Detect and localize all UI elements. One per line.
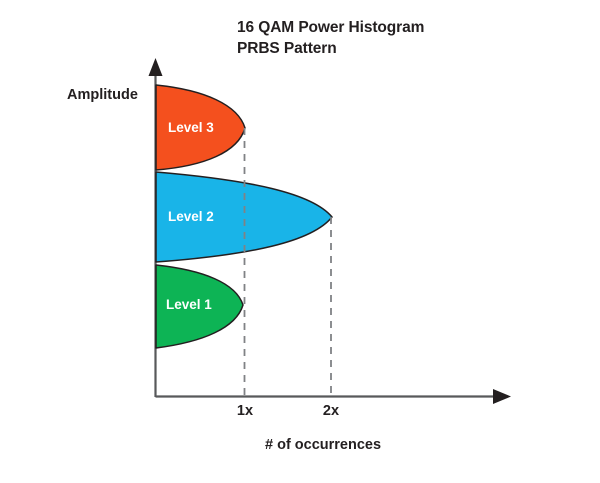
lobe-label-level-2: Level 2 [168,209,214,224]
lobe-label-level-3: Level 3 [168,120,214,135]
lobe-level-1 [155,264,244,349]
x-axis-label: # of occurrences [265,437,382,453]
x-axis [155,389,511,404]
chart-title-line-1: 16 QAM Power Histogram [237,19,425,36]
y-axis-label: Amplitude [67,87,138,103]
lobe-level-2 [155,171,333,263]
chart-title-line-2: PRBS Pattern [237,39,337,57]
x-tick-label-2x: 2x [322,403,340,419]
lobe-label-level-1: Level 1 [166,297,212,312]
x-tick-label-1x: 1x [236,403,254,419]
chart-title: 16 QAM Power Histogram PRBS Pattern [237,18,424,59]
